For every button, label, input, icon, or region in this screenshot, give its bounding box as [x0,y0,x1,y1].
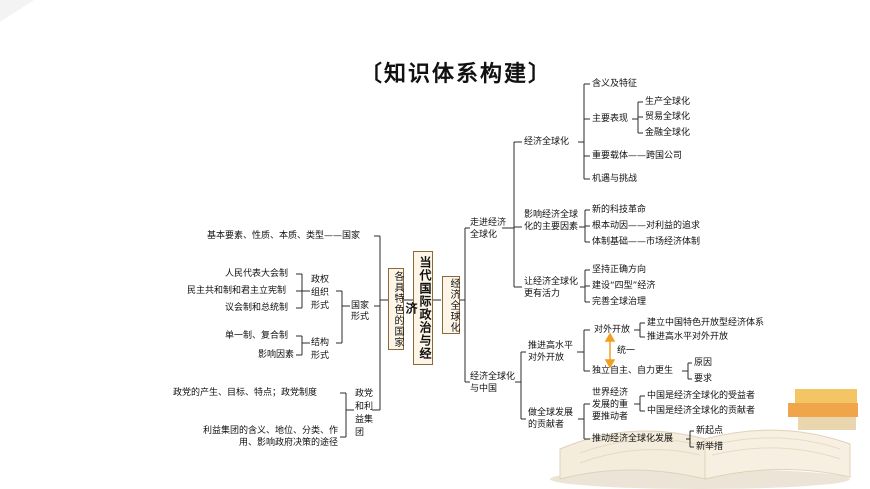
promote: 推动经济全球化发展 [592,434,674,444]
regime-item-1: 人民代表大会制 [225,269,289,279]
globalization-node: 经济全球化 [442,276,460,334]
parties-groups: 政党和利益集团 [355,389,374,438]
enter-globalization: 走进经济全球化 [470,218,507,240]
open-up: 推进高水平对外开放 [528,341,574,363]
outward: 对外开放 [594,325,631,335]
globalization: 经济全球化 [524,137,570,147]
parties-item-1: 政党的产生、目标、特点；政党制度 [173,388,318,398]
countries-node: 各具特色的国家 [388,268,404,350]
main-manifestations: 主要表现 [592,114,629,124]
structure-form: 结构形式 [311,338,330,361]
challenge: 机遇与挑战 [592,174,638,184]
main-item-2: 贸易全球化 [645,112,691,122]
independent-item-1: 原因 [694,358,713,368]
corner-decoration [0,0,34,22]
vitality-item-3: 完善全球治理 [592,297,647,307]
basic-elements: 基本要素、性质、本质、类型——国家 [207,231,361,241]
outward-item-1: 建立中国特色开放型经济体系 [647,318,765,328]
root-node: 当代国际政治与经济 [404,251,433,365]
regime-item-3: 议会制和总统制 [225,303,289,313]
root-node-label: 当代国际政治与经济 [404,256,432,360]
factor-item-2: 根本动因——对利益的追求 [592,221,701,231]
contributor: 做全球发展的贡献者 [528,408,574,430]
outward-item-2: 推进高水平对外开放 [647,332,729,342]
driver-item-2: 中国是经济全球化的贡献者 [647,406,756,416]
meaning: 含义及特征 [592,79,638,89]
independent-item-2: 要求 [694,374,713,384]
factor-item-1: 新的科技革命 [592,205,647,215]
vitality-item-2: 建设“四型”经济 [592,281,656,291]
promote-item-2: 新举措 [696,442,724,452]
china-globalization: 经济全球化与中国 [470,372,516,394]
factors: 影响经济全球化的主要因素 [524,210,579,232]
main-item-1: 生产全球化 [645,97,691,107]
factor-item-3: 体制基础——市场经济体制 [592,237,701,247]
unity: 统一 [617,346,636,356]
structure-item-2: 影响因素 [258,350,295,360]
state-form: 国家形式 [351,301,370,322]
promote-item-1: 新起点 [696,426,724,436]
countries-node-label: 各具特色的国家 [392,270,403,348]
globalization-node-label: 经济全球化 [448,277,459,333]
structure-item-1: 单一制、复合制 [225,331,289,341]
regime-item-2: 民主共和制和君主立宪制 [187,286,287,296]
vitality: 让经济全球化更有活力 [524,277,579,299]
driver-item-1: 中国是经济全球化的受益者 [647,391,756,401]
parties-item-2: 利益集团的含义、地位、分类、作用、影响政府决策的途径 [202,426,338,448]
independent: 独立自主、自力更生 [592,366,674,376]
vitality-item-1: 坚持正确方向 [592,265,647,275]
regime-form: 政权组织形式 [311,275,330,311]
driver: 世界经济发展的重要推动者 [592,388,629,422]
page-title: 〔知识体系构建〕 [360,62,553,87]
main-item-3: 金融全球化 [645,128,691,138]
book-icon [550,389,858,489]
carrier: 重要载体——跨国公司 [592,151,683,161]
